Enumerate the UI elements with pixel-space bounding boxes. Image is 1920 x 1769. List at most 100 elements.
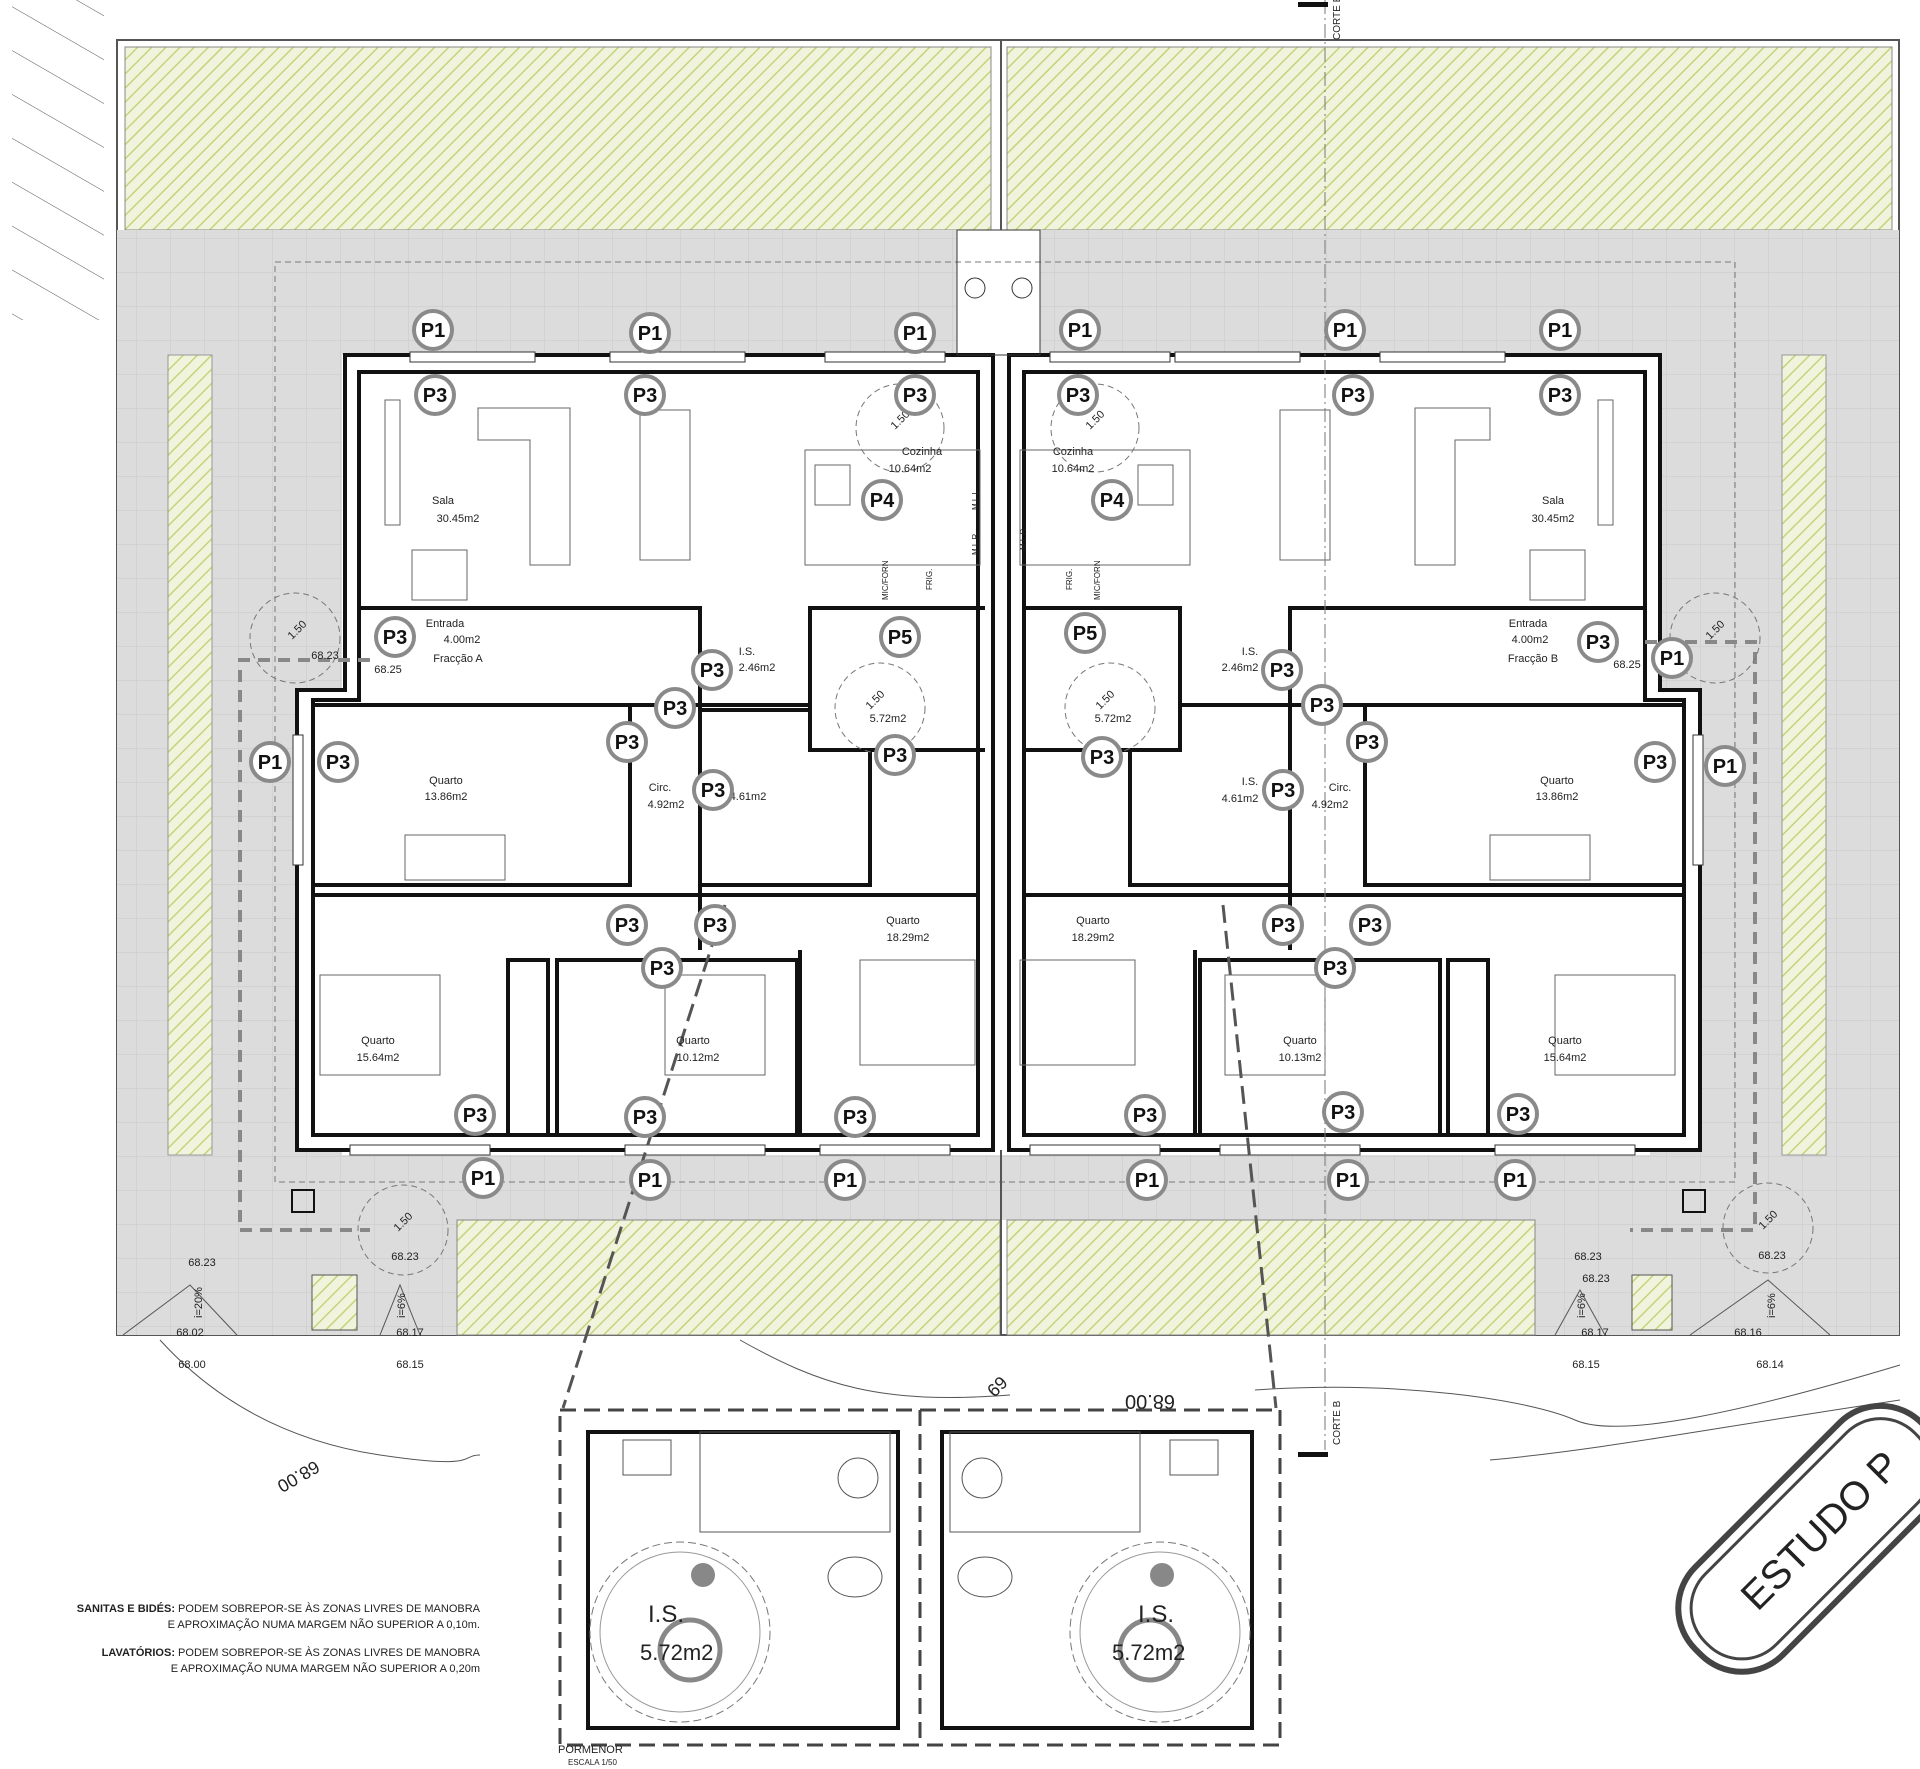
tag-label: P3 bbox=[1355, 732, 1379, 754]
tag-circle bbox=[1262, 904, 1304, 946]
room-area-is3: 4.61m2 bbox=[1222, 793, 1259, 805]
appliance-label: FRIG. bbox=[1065, 569, 1074, 590]
wheelchair-turn-circle bbox=[855, 383, 945, 473]
tag-circle bbox=[606, 904, 648, 946]
tag-label: P3 bbox=[703, 915, 727, 937]
tag-circle bbox=[1057, 374, 1099, 416]
slope-label: i=6% bbox=[396, 1293, 408, 1318]
element-tag-p3: P3 bbox=[374, 616, 416, 658]
tag-label: P1 bbox=[1135, 1170, 1159, 1192]
slope-labels: i=20% i=6% i=6% i=6% bbox=[193, 1287, 1778, 1318]
room-area-quarto: 13.86m2 bbox=[1536, 791, 1579, 803]
element-tag-p1: P1 bbox=[249, 741, 291, 783]
room-area-is3: 4.61m2 bbox=[730, 791, 767, 803]
appliance-label: MIC/FORN bbox=[1093, 560, 1102, 600]
tag-label: P3 bbox=[1271, 915, 1295, 937]
element-tag-p3: P3 bbox=[1262, 904, 1304, 946]
tag-circle bbox=[1539, 309, 1581, 351]
element-tag-p3: P3 bbox=[1081, 736, 1123, 778]
room-label-cozinha: Cozinha bbox=[902, 446, 943, 458]
center-shafts bbox=[956, 40, 1041, 1335]
room-label-cozinha: Cozinha bbox=[1053, 446, 1094, 458]
element-tag-p1: P1 bbox=[462, 1157, 504, 1199]
tag-label: P3 bbox=[633, 385, 657, 407]
element-tag-p3: P3 bbox=[1349, 904, 1391, 946]
tag-circle bbox=[624, 1096, 666, 1138]
detail-panel: I.S. 5.72m2 I.S. 5.72m2 PORMENOR ESCALA … bbox=[558, 1408, 1282, 1767]
slope-label: i=6% bbox=[1766, 1293, 1778, 1318]
element-tag-p3: P3 bbox=[694, 904, 736, 946]
tag-label: P3 bbox=[463, 1105, 487, 1127]
tag-circle bbox=[1301, 684, 1343, 726]
room-area-quarto: 15.64m2 bbox=[357, 1052, 400, 1064]
element-tag-p3: P3 bbox=[414, 374, 456, 416]
tag-label: P3 bbox=[633, 1107, 657, 1129]
wheelchair-turn-circle bbox=[1050, 383, 1140, 473]
element-tag-p3: P3 bbox=[1346, 721, 1388, 763]
spot-level: 68.23 bbox=[188, 1257, 216, 1269]
appliance-label: MIC/FORN bbox=[881, 560, 890, 600]
room-area-cozinha: 10.64m2 bbox=[889, 463, 932, 475]
tag-circle bbox=[414, 374, 456, 416]
tag-label: P1 bbox=[638, 1170, 662, 1192]
element-tag-p3: P3 bbox=[1322, 1091, 1364, 1133]
slope-label: i=6% bbox=[1576, 1293, 1588, 1318]
tag-circle bbox=[1314, 947, 1356, 989]
room-area-cozinha: 10.64m2 bbox=[1052, 463, 1095, 475]
room-label-fraccao: Fracção B bbox=[1508, 653, 1558, 665]
roof-outline bbox=[274, 261, 1736, 1183]
element-tag-p3: P3 bbox=[1314, 947, 1356, 989]
element-tag-p3: P3 bbox=[1577, 621, 1619, 663]
tag-circle bbox=[894, 312, 936, 354]
tag-label: P3 bbox=[1310, 695, 1334, 717]
tag-circle bbox=[1064, 612, 1106, 654]
tag-circle bbox=[1704, 745, 1746, 787]
tag-circle bbox=[1091, 479, 1133, 521]
element-tag-p3: P3 bbox=[1332, 374, 1374, 416]
room-label-is: I.S. bbox=[739, 646, 756, 658]
room-label-quarto: Quarto bbox=[886, 915, 920, 927]
room-label-sala: Sala bbox=[1542, 495, 1565, 507]
tag-label: P1 bbox=[421, 320, 445, 342]
tag-label: P3 bbox=[1323, 958, 1347, 980]
tag-circle bbox=[641, 947, 683, 989]
tag-label: P1 bbox=[1333, 320, 1357, 342]
element-tag-p1: P1 bbox=[824, 1159, 866, 1201]
tag-circle bbox=[691, 649, 733, 691]
room-label-entrada: Entrada bbox=[426, 618, 465, 630]
tag-circle bbox=[629, 312, 671, 354]
note-2-head: LAVATÓRIOS: bbox=[102, 1646, 175, 1659]
garden-right-strip bbox=[1781, 354, 1827, 1156]
tag-circle bbox=[861, 479, 903, 521]
wheelchair-icon bbox=[1150, 1563, 1174, 1587]
element-tag-p3: P3 bbox=[624, 374, 666, 416]
spot-level: 68.14 bbox=[1756, 1359, 1784, 1371]
note-1-text: PODEM SOBREPOR-SE ÀS ZONAS LIVRES DE MAN… bbox=[178, 1602, 481, 1615]
element-tag-p1: P1 bbox=[1651, 637, 1693, 679]
tag-label: P1 bbox=[833, 1170, 857, 1192]
tag-label: P4 bbox=[870, 490, 895, 512]
room-area-quarto: 13.86m2 bbox=[425, 791, 468, 803]
tag-circle bbox=[1322, 1091, 1364, 1133]
spot-level: 68.23 bbox=[1582, 1273, 1610, 1285]
spot-level: 68.02 bbox=[176, 1327, 204, 1339]
room-area-sala: 30.45m2 bbox=[437, 513, 480, 525]
spot-level: 68.23 bbox=[311, 650, 339, 662]
tag-label: P3 bbox=[650, 958, 674, 980]
room-area-sala: 30.45m2 bbox=[1532, 513, 1575, 525]
tag-circle bbox=[1634, 741, 1676, 783]
tag-label: P3 bbox=[1586, 632, 1610, 654]
tag-circle bbox=[1651, 637, 1693, 679]
element-tag-p1: P1 bbox=[1126, 1159, 1168, 1201]
tag-label: P3 bbox=[1331, 1102, 1355, 1124]
room-area-entrada: 4.00m2 bbox=[1512, 634, 1549, 646]
tag-label: P5 bbox=[1073, 623, 1097, 645]
element-tag-p1: P1 bbox=[1327, 1159, 1369, 1201]
contour-lines bbox=[159, 1339, 1901, 1463]
tag-circle bbox=[1081, 736, 1123, 778]
element-tag-p3: P3 bbox=[691, 649, 733, 691]
appliance-label: FRIG. bbox=[925, 569, 934, 590]
spot-level: 68.23 bbox=[1758, 1250, 1786, 1262]
element-tag-p5: P5 bbox=[1064, 612, 1106, 654]
tag-circle bbox=[1324, 309, 1366, 351]
